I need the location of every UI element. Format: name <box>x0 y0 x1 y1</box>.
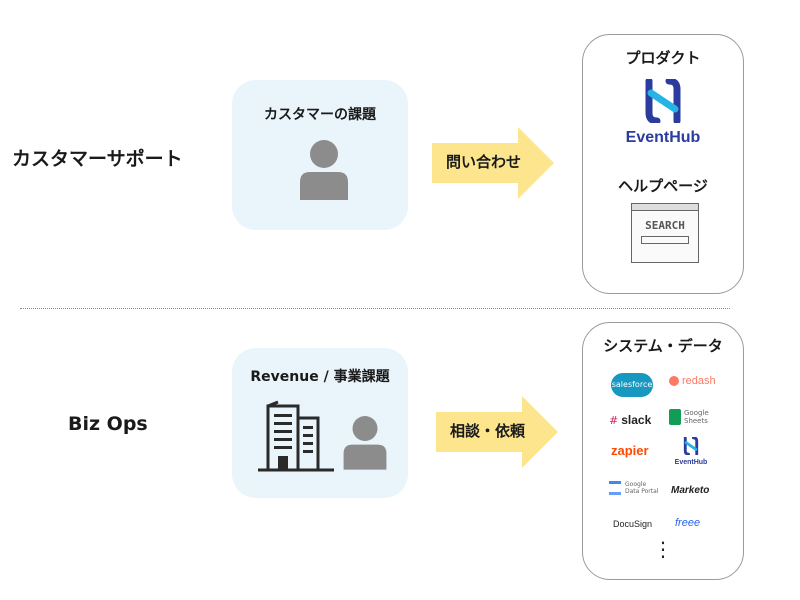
consult-arrow <box>436 396 558 468</box>
marketo-logo: Marketo <box>671 485 710 496</box>
redash-logo: redash <box>669 375 716 387</box>
data-portal-icon <box>609 481 621 495</box>
consult-arrow-label: 相談・依頼 <box>450 422 526 440</box>
help-page-title: ヘルプページ <box>618 177 708 195</box>
row-label-biz-ops: Biz Ops <box>68 413 148 435</box>
google-sheets-logo: Google Sheets <box>669 409 709 425</box>
slack-logo: # slack <box>609 413 652 427</box>
slack-icon: # <box>609 413 619 427</box>
product-panel-title: プロダクト <box>625 49 701 67</box>
more-ellipsis-icon: ⋮ <box>653 537 673 561</box>
product-panel: プロダクト EventHub ヘルプページ SEARCH <box>582 34 744 294</box>
customer-issue-title: カスタマーの課題 <box>264 107 376 123</box>
revenue-issue-box: Revenue / 事業課題 <box>232 348 408 498</box>
eventhub-small-logo: EventHub <box>671 436 711 466</box>
inquiry-arrow-label: 問い合わせ <box>446 153 522 171</box>
inquiry-arrow <box>432 127 554 199</box>
eventhub-logo-text: EventHub <box>625 129 701 146</box>
revenue-issue-title: Revenue / 事業課題 <box>250 369 390 385</box>
person-icon <box>343 416 387 470</box>
docusign-logo: DocuSign <box>613 519 653 529</box>
search-window-icon: SEARCH <box>631 203 699 263</box>
systems-panel: システム・データ salesforce redash # slack Googl… <box>582 322 744 580</box>
section-divider <box>20 308 730 309</box>
salesforce-logo: salesforce <box>611 373 653 397</box>
freee-logo: freee <box>675 517 701 529</box>
building-icon <box>258 400 334 472</box>
customer-issue-box: カスタマーの課題 <box>232 80 408 230</box>
eventhub-small-icon <box>683 436 699 456</box>
zapier-logo: zapier <box>611 443 649 458</box>
person-icon <box>300 140 348 200</box>
redash-icon <box>669 376 679 386</box>
google-data-portal-logo: Google Data Portal <box>609 481 658 495</box>
sheets-icon <box>669 409 681 425</box>
search-icon-text: SEARCH <box>645 219 685 232</box>
row-label-customer-support: カスタマーサポート <box>12 148 183 170</box>
eventhub-logo-icon <box>645 79 681 123</box>
systems-panel-title: システム・データ <box>603 337 723 355</box>
